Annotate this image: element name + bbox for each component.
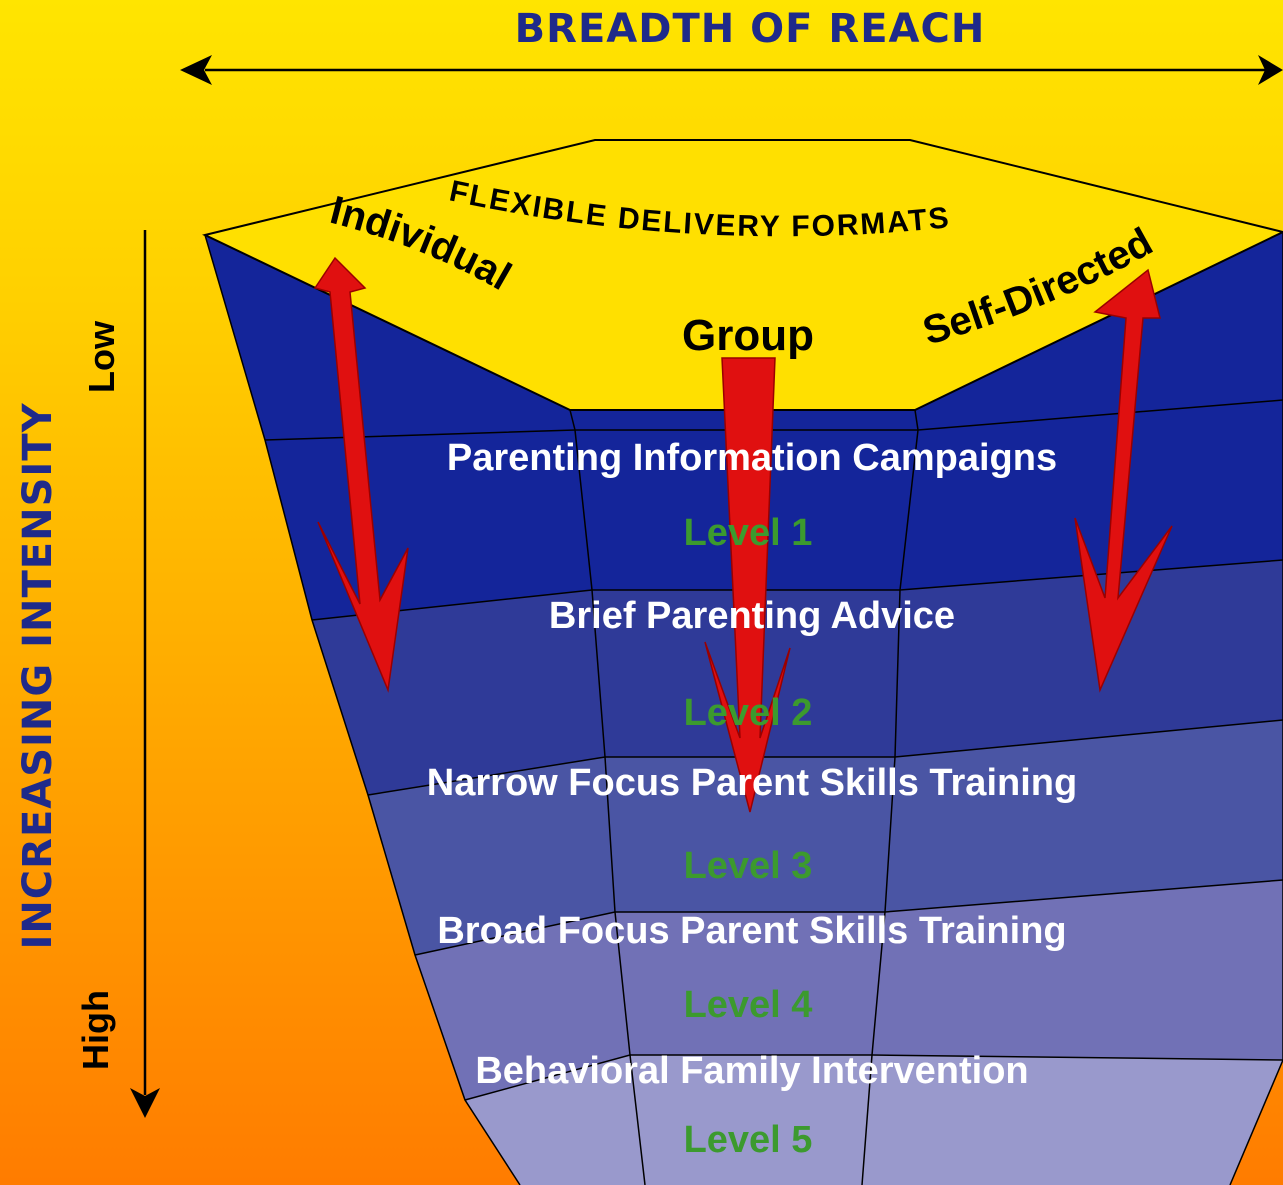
group-arrow <box>704 357 791 813</box>
level-band <box>415 880 1283 1100</box>
inner-edge-right <box>861 409 919 1185</box>
level-number: Level 4 <box>684 984 813 1026</box>
level-band <box>312 560 1283 795</box>
level-name: Narrow Focus Parent Skills Training <box>427 762 1077 804</box>
band-boundary <box>414 879 1283 956</box>
outer-edge-left <box>204 234 521 1185</box>
self-directed-arrow <box>1074 268 1173 693</box>
level-band <box>205 232 1283 440</box>
inner-edge-left <box>569 409 646 1185</box>
breadth-arrow <box>180 55 1283 85</box>
level-name: Broad Focus Parent Skills Training <box>437 910 1066 952</box>
level-name: Behavioral Family Intervention <box>475 1050 1028 1092</box>
level-band <box>368 720 1283 955</box>
individual-arrow <box>313 256 409 693</box>
level-band <box>265 400 1283 620</box>
level-band <box>465 1055 1283 1185</box>
band-boundary <box>464 1054 1283 1101</box>
level-number: Level 5 <box>684 1119 813 1161</box>
intensity-arrow <box>130 230 160 1118</box>
level-number: Level 3 <box>684 845 813 887</box>
level-name: Brief Parenting Advice <box>549 595 955 637</box>
level-number: Level 1 <box>684 512 813 554</box>
format-arrows <box>313 256 1173 813</box>
breadth-of-reach-title: BREADTH OF REACH <box>514 6 986 52</box>
level-name: Parenting Information Campaigns <box>447 437 1057 479</box>
format-group: Group <box>682 311 814 360</box>
level-bands <box>205 232 1283 1185</box>
level-number: Level 2 <box>684 692 813 734</box>
